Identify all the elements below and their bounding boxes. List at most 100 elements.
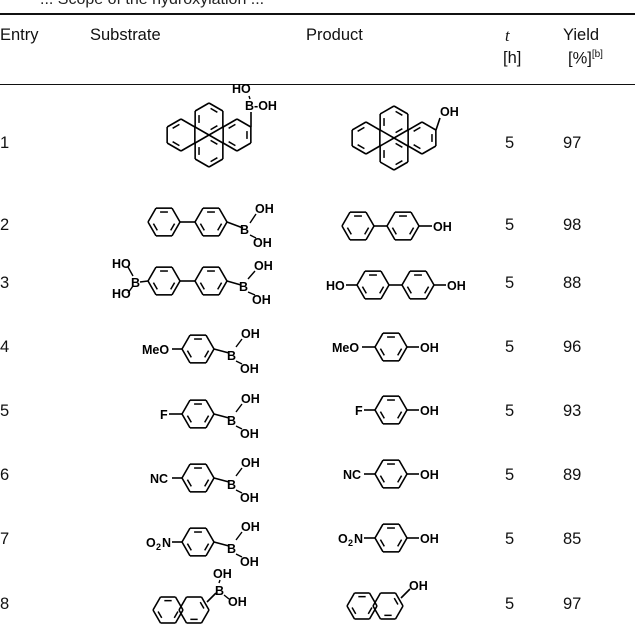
header-time-symbol: t — [505, 26, 510, 45]
ring-double-bond — [186, 543, 192, 551]
top-rule — [0, 13, 635, 15]
ring-double-bond — [170, 223, 176, 231]
oh-label: OH — [447, 279, 466, 293]
header-yield: Yield — [563, 26, 600, 44]
ring-bond — [205, 527, 215, 543]
ring-bond — [410, 225, 420, 241]
boron-label: B — [227, 542, 236, 556]
ring-double-bond — [379, 348, 385, 356]
ring-bond — [398, 537, 408, 553]
ring-bond — [398, 523, 408, 539]
ring-bond — [351, 145, 367, 155]
substrate-2-structure: B OH OH — [147, 202, 274, 250]
ring-bond — [181, 399, 191, 415]
ring-double-bond — [379, 286, 385, 294]
ring-bond — [152, 596, 162, 611]
ring-double-bond — [204, 543, 210, 551]
ring-bond — [205, 463, 215, 479]
ho-label-bottom: HO — [112, 287, 131, 301]
ring-group — [341, 211, 375, 241]
ring-bond — [351, 121, 367, 131]
ring-bond — [166, 118, 182, 128]
substrate-8-structure: B OH OH — [152, 567, 247, 624]
oh-label-top: OH — [241, 327, 260, 341]
oh-label-bottom: OH — [240, 491, 259, 505]
oh-label-top: OH — [254, 259, 273, 273]
ring-group — [379, 137, 409, 171]
ring-bond — [194, 266, 204, 282]
ring-bond — [374, 346, 384, 362]
product-5-structure: F OH — [355, 395, 439, 425]
ring-group — [178, 596, 210, 624]
ring-bond — [374, 409, 384, 425]
ring-bond — [194, 158, 210, 168]
ring-double-bond — [364, 227, 370, 235]
ring-double-bond — [204, 415, 210, 423]
product-1-structure: OH — [351, 105, 459, 171]
ring-bond — [166, 142, 182, 152]
ring-group — [386, 211, 420, 241]
ring-double-bond — [391, 227, 397, 235]
header-product: Product — [306, 26, 363, 44]
ring-bond — [341, 211, 351, 227]
ring-bond — [410, 211, 420, 227]
ring-bond — [386, 211, 396, 227]
ring-double-bond — [379, 475, 385, 483]
ring-bond — [222, 142, 238, 152]
boron-label: B — [240, 223, 249, 237]
meo-label: MeO — [142, 343, 169, 357]
ring-bond — [181, 541, 191, 557]
time-6: 5 — [505, 466, 515, 484]
ring-bond — [208, 126, 224, 136]
ring-group — [194, 102, 224, 136]
ring-bond — [236, 118, 252, 128]
ring-bond — [374, 332, 384, 348]
ring-bond — [365, 145, 381, 155]
ring-double-bond — [186, 479, 192, 487]
ho-label-top: HO — [112, 257, 131, 271]
ring-bond — [380, 270, 390, 286]
ring-bond — [174, 609, 184, 624]
header-substrate: Substrate — [90, 26, 161, 44]
ring-bond — [398, 395, 408, 411]
ring-double-bond — [397, 475, 403, 483]
oh-label-top: OH — [241, 392, 260, 406]
ring-bond — [398, 473, 408, 489]
ring-bond — [365, 225, 375, 241]
ring-bond — [393, 105, 409, 115]
ring-bond — [374, 459, 384, 475]
ring-double-bond — [152, 223, 158, 231]
ring-bond — [398, 332, 408, 348]
yield-8: 97 — [563, 595, 582, 613]
ring-double-bond — [357, 144, 365, 150]
product-8-structure: OH — [346, 579, 428, 620]
ring-double-bond — [199, 601, 205, 609]
ring-double-bond — [379, 539, 385, 547]
ring-bond — [171, 207, 181, 223]
ring-double-bond — [367, 607, 373, 615]
oh-label-bottom: OH — [240, 555, 259, 569]
ring-bond — [398, 459, 408, 475]
meo-label: MeO — [332, 341, 359, 355]
ring-bond — [200, 609, 210, 624]
ring-double-bond — [393, 597, 399, 605]
ring-bond — [393, 161, 409, 171]
ring-group — [374, 332, 408, 362]
ring-bond — [218, 221, 228, 237]
ring-bond — [393, 129, 409, 139]
ring-double-bond — [424, 286, 430, 294]
ring-group — [351, 121, 381, 155]
ring-group — [152, 596, 184, 624]
ring-group — [374, 459, 408, 489]
boron-label-right: B — [239, 280, 248, 294]
ring-bond — [368, 605, 378, 620]
ring-bond — [356, 270, 366, 286]
substrate-1-structure: B-OH HO — [166, 82, 277, 168]
ring-bond — [372, 592, 382, 607]
oh-label: OH — [420, 468, 439, 482]
ring-bond — [205, 477, 215, 493]
ring-double-bond — [217, 282, 223, 290]
ring-bond — [372, 605, 382, 620]
ring-bond — [194, 126, 210, 136]
ring-group — [194, 134, 224, 168]
